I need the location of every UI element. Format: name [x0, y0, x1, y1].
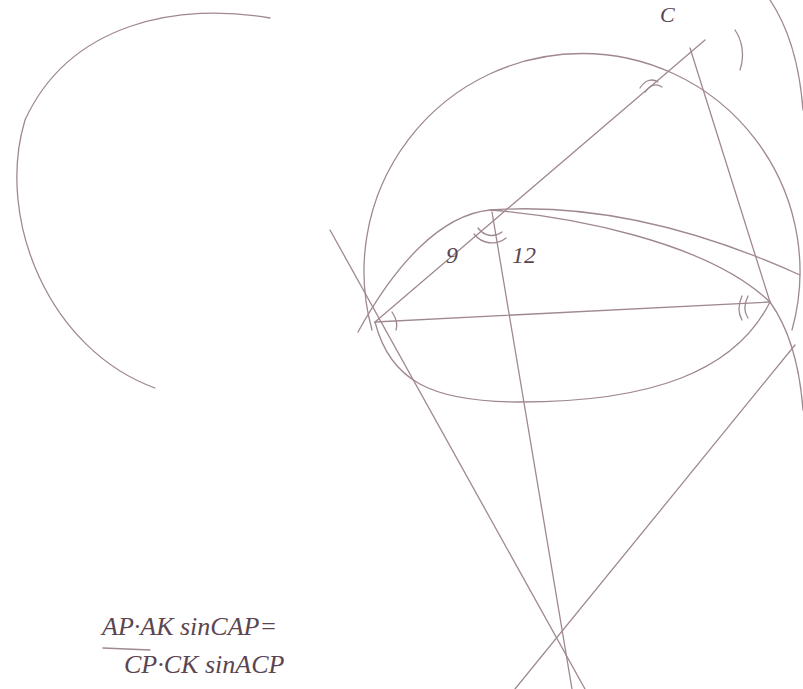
- line-p-down: [492, 212, 572, 689]
- note-text: AP·AK sinCAP=: [102, 614, 277, 640]
- angle-mark: [739, 296, 748, 320]
- length-label: 9: [446, 243, 458, 267]
- upper-arc: [358, 209, 800, 332]
- point-label: C: [660, 4, 675, 26]
- arc-pb: [490, 210, 770, 302]
- line-top-b: [690, 48, 770, 302]
- chord-ab: [375, 302, 770, 322]
- left-arc: [17, 13, 270, 388]
- corner-mark: [735, 30, 742, 70]
- tangent-right: [515, 345, 795, 689]
- underline: [103, 648, 150, 650]
- note-text: CP·CK sinACP: [124, 652, 284, 678]
- lower-arc: [375, 302, 770, 402]
- line-ap: [375, 40, 705, 322]
- angle-mark: [392, 312, 397, 330]
- top-right-curve: [770, 0, 803, 110]
- length-label: 12: [512, 243, 536, 267]
- angle-mark: [474, 228, 506, 243]
- angle-mark: [640, 80, 662, 92]
- tangent-left: [330, 230, 585, 689]
